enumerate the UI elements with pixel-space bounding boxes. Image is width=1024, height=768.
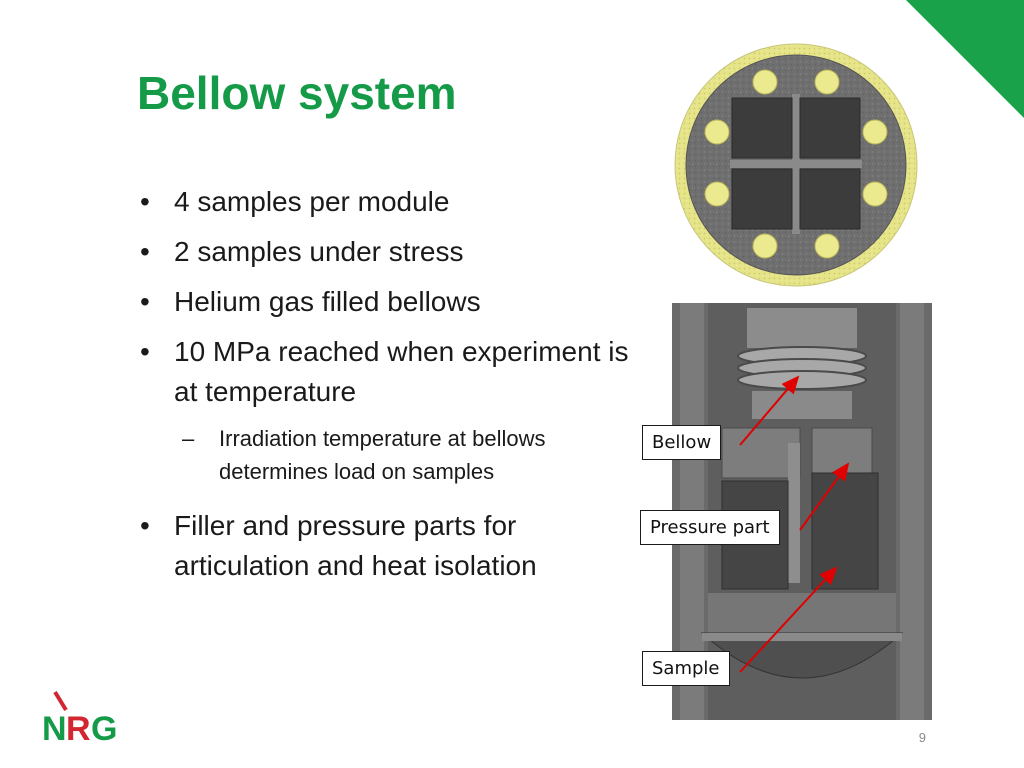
pressure-arrow: [799, 462, 850, 531]
sample-arrow: [739, 566, 838, 673]
bullet-text: Filler and pressure parts for articulati…: [174, 510, 537, 581]
bullet-item: • 4 samples per module: [140, 182, 630, 222]
bellow-arrow: [739, 375, 800, 446]
corner-accent-triangle: [906, 0, 1024, 118]
bullet-item: • Helium gas filled bellows: [140, 282, 630, 322]
bullet-list: • 4 samples per module • 2 samples under…: [140, 182, 630, 596]
svg-text:N: N: [42, 710, 67, 748]
module-cross-section-figure: [674, 43, 918, 287]
bullet-glyph: •: [140, 236, 150, 267]
callout-pressure-part: Pressure part: [640, 510, 780, 545]
sub-bullet-glyph: –: [182, 426, 195, 451]
bullet-item: • 10 MPa reached when experiment is at t…: [140, 332, 630, 412]
bullet-text: 10 MPa reached when experiment is at tem…: [174, 336, 629, 407]
sub-bullet-text: Irradiation temperature at bellows deter…: [219, 426, 546, 484]
slide-title: Bellow system: [137, 67, 457, 119]
nrg-logo: N R G: [42, 690, 117, 748]
svg-text:R: R: [66, 710, 91, 748]
bullet-text: 2 samples under stress: [174, 236, 464, 267]
callout-sample: Sample: [642, 651, 730, 686]
page-number: 9: [918, 730, 926, 745]
bullet-item: • Filler and pressure parts for articula…: [140, 506, 630, 586]
bullet-text: 4 samples per module: [174, 186, 450, 217]
bullet-glyph: •: [140, 186, 150, 217]
bullet-glyph: •: [140, 286, 150, 317]
bullet-text: Helium gas filled bellows: [174, 286, 481, 317]
callout-bellow: Bellow: [642, 425, 722, 460]
bullet-glyph: •: [140, 336, 150, 367]
sub-bullet-item: – Irradiation temperature at bellows det…: [174, 422, 630, 488]
bullet-glyph: •: [140, 510, 150, 541]
svg-text:G: G: [91, 710, 117, 748]
bullet-item: • 2 samples under stress: [140, 232, 630, 272]
